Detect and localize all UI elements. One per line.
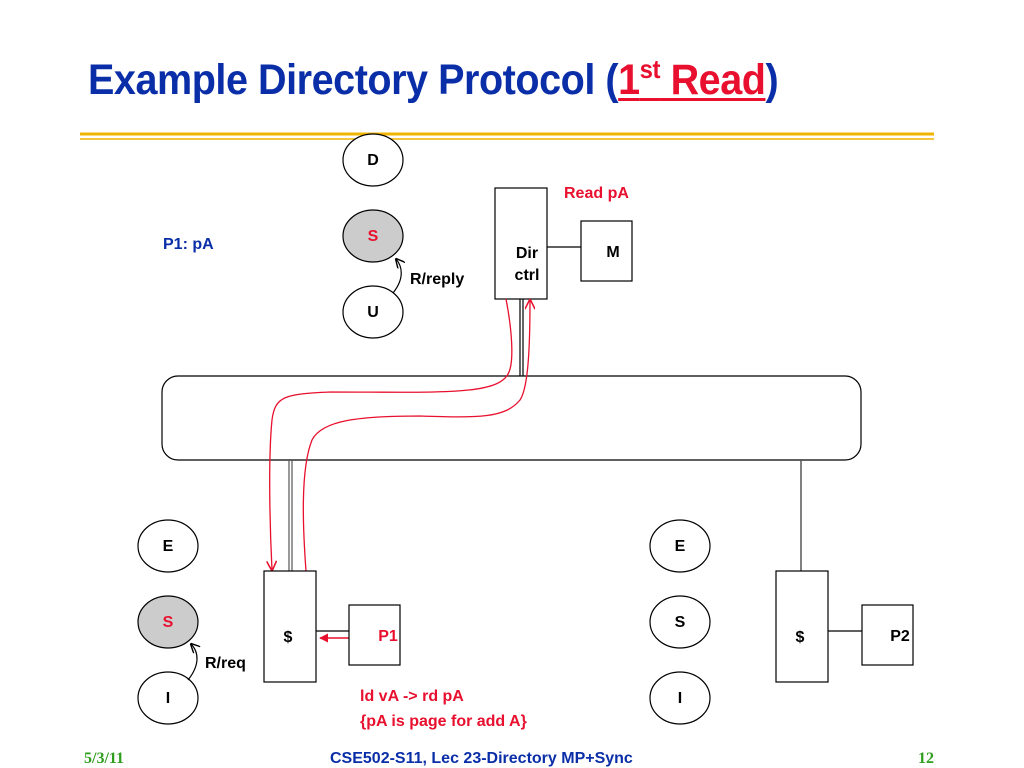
footer-page-number: 12: [918, 750, 934, 767]
svg-text:ctrl: ctrl: [515, 267, 540, 284]
p1-state-s: S: [137, 595, 199, 649]
directory-state-machine: D S U R/reply: [342, 133, 464, 339]
svg-text:D: D: [367, 152, 379, 169]
p1-operation-line1: ld vA -> rd pA: [360, 688, 464, 705]
svg-text:U: U: [367, 304, 379, 321]
dir-transition-label: R/reply: [410, 271, 464, 288]
p1-state-machine: E S I R/req: [137, 519, 246, 725]
svg-text:P1: P1: [378, 628, 398, 645]
dir-transition-arrow: [392, 259, 401, 294]
title-divider: [80, 132, 934, 140]
svg-text:S: S: [368, 228, 379, 245]
p1-cache-bus-connection: [288, 460, 293, 571]
p2-cache: $: [775, 570, 829, 683]
p2-state-i: I: [649, 671, 711, 725]
footer-course: CSE502-S11, Lec 23-Directory MP+Sync: [330, 750, 633, 767]
svg-text:I: I: [166, 690, 170, 707]
p1-state-i: I: [137, 671, 199, 725]
p2-state-s: S: [649, 595, 711, 649]
request-path-arrow: [302, 300, 530, 572]
address-mapping-label: P1: pA: [163, 236, 214, 253]
svg-text:E: E: [675, 538, 686, 555]
svg-text:M: M: [606, 244, 619, 261]
p1-operation-line2: {pA is page for add A}: [360, 713, 527, 730]
interconnect-bus: [161, 375, 862, 461]
processor-p1: P1: [348, 604, 401, 666]
dir-state-s: S: [342, 209, 404, 263]
p1-transition-arrow: [187, 644, 197, 681]
svg-text:P2: P2: [890, 628, 910, 645]
svg-text:E: E: [163, 538, 174, 555]
p1-cache: $: [263, 570, 317, 683]
svg-text:S: S: [675, 614, 686, 631]
dir-bus-connection: [519, 299, 524, 376]
dir-state-u: U: [342, 285, 404, 339]
processor-p2: P2: [861, 604, 914, 666]
svg-text:S: S: [163, 614, 174, 631]
memory-block: M: [580, 220, 633, 282]
svg-text:Dir: Dir: [516, 245, 538, 262]
p1-state-e: E: [137, 519, 199, 573]
reply-path-arrow: [270, 298, 513, 570]
p1-transition-label: R/req: [205, 655, 246, 672]
directory-controller: Dir ctrl: [494, 187, 548, 300]
svg-text:I: I: [678, 690, 682, 707]
title-highlight: 1st Read: [618, 54, 766, 104]
p2-state-e: E: [649, 519, 711, 573]
read-request-label: Read pA: [564, 185, 629, 202]
dir-state-d: D: [342, 133, 404, 187]
svg-text:$: $: [284, 629, 293, 646]
title-suffix: ): [765, 56, 779, 104]
title-prefix: Example Directory Protocol (: [88, 56, 619, 104]
footer-date: 5/3/11: [84, 750, 125, 767]
p2-state-machine: E S I: [649, 519, 711, 725]
slide-title: Example Directory Protocol (1st Read): [88, 54, 779, 105]
svg-text:$: $: [796, 629, 805, 646]
